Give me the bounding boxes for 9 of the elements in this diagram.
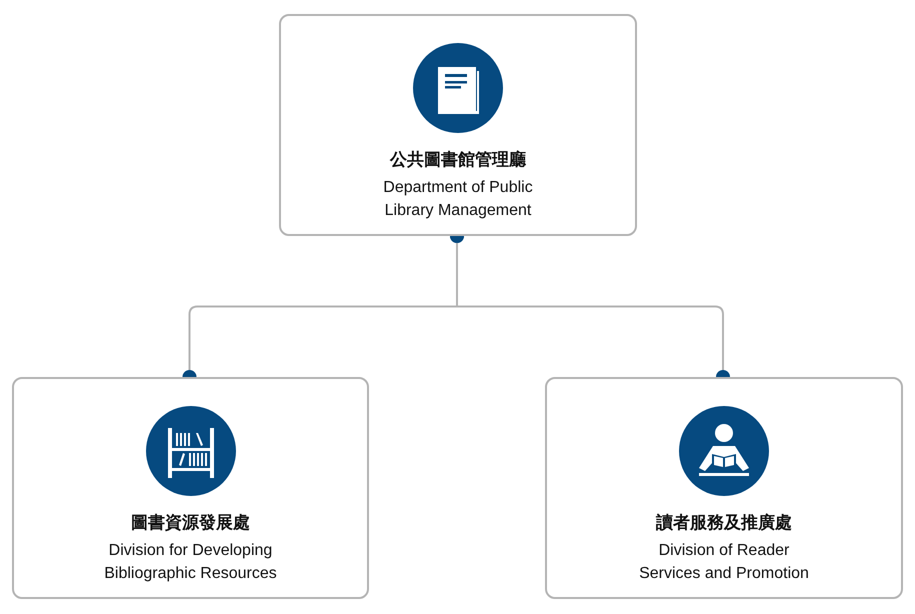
unit-name-chinese: 讀者服務及推廣處	[656, 512, 792, 534]
org-unit-box	[545, 377, 903, 599]
unit-name-chinese: 圖書資源發展處	[131, 512, 250, 534]
org-unit-box	[12, 377, 369, 599]
unit-name-chinese: 公共圖書館管理廳	[390, 149, 526, 171]
unit-name-english: Division for Developing Bibliographic Resources	[103, 541, 278, 584]
unit-name-english: Division of Reader Services and Promotion	[638, 541, 810, 584]
unit-name-english: Department of Public Library Management	[382, 178, 534, 221]
org-unit-box	[279, 14, 637, 236]
